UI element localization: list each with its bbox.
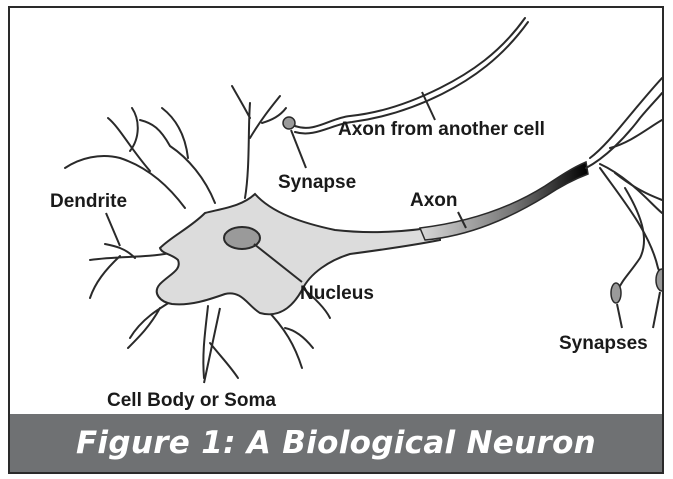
cell-body-label: Cell Body or Soma [107, 390, 276, 411]
synapse-bulb [283, 117, 295, 129]
leader-synapses-1 [617, 304, 622, 328]
incoming-axon [295, 18, 528, 133]
synapses-label: Synapses [559, 333, 648, 354]
cell-body-shape [157, 194, 440, 314]
synapse-bulb [656, 269, 662, 291]
leader-axon-other [422, 92, 435, 120]
synapse-bulb [611, 283, 621, 303]
nucleus-label: Nucleus [300, 283, 374, 304]
leader-dendrite [106, 213, 120, 246]
axon-from-another-cell-label: Axon from another cell [338, 119, 545, 140]
axon-terminals [586, 78, 662, 290]
synapse-bulbs [611, 269, 662, 303]
neuron-diagram: Axon from another cell Synapse Axon Dend… [10, 8, 662, 472]
figure-frame: Axon from another cell Synapse Axon Dend… [8, 6, 664, 474]
axon-label: Axon [410, 190, 458, 211]
leader-synapses-2 [653, 292, 660, 328]
synapse-label: Synapse [278, 172, 356, 193]
dendrite-label: Dendrite [50, 191, 127, 212]
leader-synapse [291, 130, 306, 168]
figure-caption: Figure 1: A Biological Neuron [10, 414, 662, 472]
